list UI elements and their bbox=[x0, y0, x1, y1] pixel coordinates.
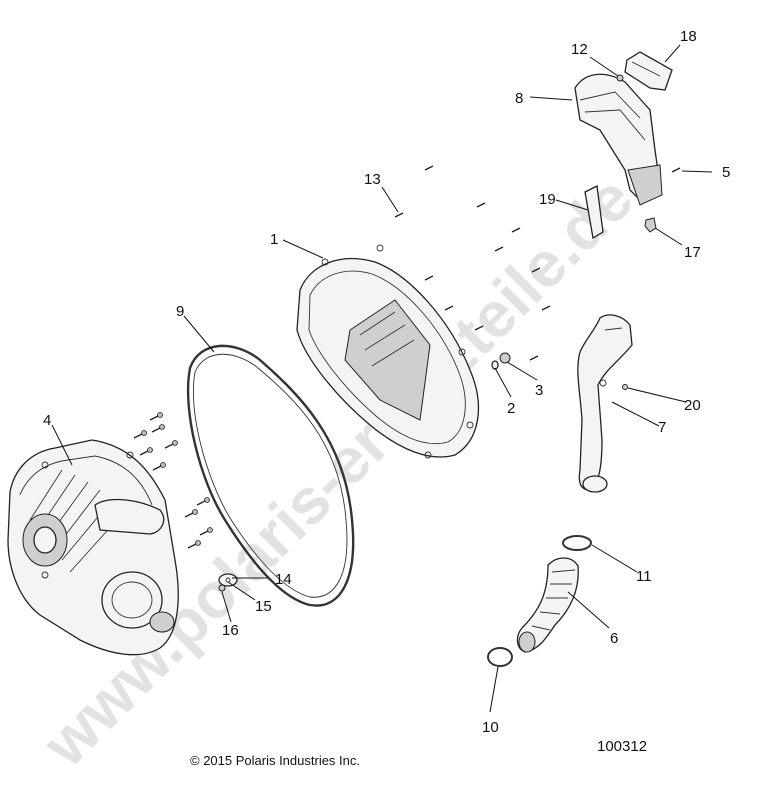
outer-clutch-cover bbox=[7, 439, 179, 656]
duct-seal bbox=[584, 185, 604, 240]
leader-lines bbox=[51, 44, 713, 713]
hose-clamp-lower bbox=[487, 647, 513, 667]
callout-13: 13 bbox=[364, 171, 381, 188]
callout-4: 4 bbox=[43, 412, 51, 429]
callout-5: 5 bbox=[722, 164, 730, 181]
washer-and-nut bbox=[491, 352, 511, 370]
callout-3: 3 bbox=[535, 382, 543, 399]
callout-6: 6 bbox=[610, 630, 618, 647]
callout-9: 9 bbox=[176, 303, 184, 320]
callout-7: 7 bbox=[658, 419, 666, 436]
intake-duct bbox=[574, 73, 663, 206]
inner-clutch-cover bbox=[296, 244, 480, 459]
callout-12: 12 bbox=[571, 41, 588, 58]
callout-11: 11 bbox=[636, 568, 652, 585]
callout-2: 2 bbox=[507, 400, 515, 417]
callout-19: 19 bbox=[539, 191, 556, 208]
duct-screw bbox=[671, 167, 681, 173]
foam-pad bbox=[624, 51, 673, 91]
callout-14: 14 bbox=[275, 571, 292, 588]
duct-clip bbox=[644, 217, 657, 233]
tube-fastener bbox=[622, 384, 628, 390]
diagram-number: 100312 bbox=[597, 738, 647, 755]
inspection-plug-assembly bbox=[218, 573, 238, 592]
intake-boot bbox=[516, 557, 579, 653]
duct-fastener bbox=[616, 74, 624, 82]
callout-17: 17 bbox=[684, 244, 701, 261]
callout-15: 15 bbox=[255, 598, 272, 615]
outer-cover-bolts bbox=[133, 412, 213, 549]
callout-10: 10 bbox=[482, 719, 499, 736]
callout-8: 8 bbox=[515, 90, 523, 107]
callout-18: 18 bbox=[680, 28, 697, 45]
hose-clamp-upper bbox=[562, 535, 592, 551]
drive-belt bbox=[186, 344, 355, 607]
inner-cover-bolts bbox=[394, 165, 551, 361]
copyright-notice: © 2015 Polaris Industries Inc. bbox=[190, 753, 360, 768]
callout-16: 16 bbox=[222, 622, 239, 639]
callout-labels: 1 2 3 4 5 6 7 8 9 10 11 12 13 14 15 16 1… bbox=[43, 28, 730, 736]
callout-20: 20 bbox=[684, 397, 701, 414]
intake-tube bbox=[577, 314, 633, 493]
callout-1: 1 bbox=[270, 231, 278, 248]
